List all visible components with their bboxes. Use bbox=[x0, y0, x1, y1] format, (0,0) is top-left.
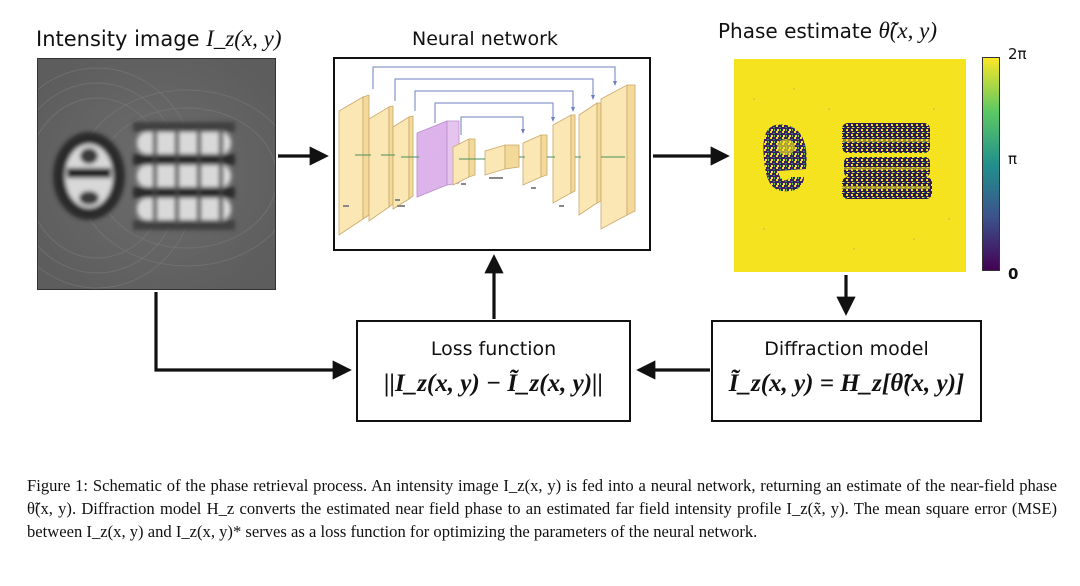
diffraction-model-equation: Ĩ_z(x, y) = H_z[θ̃(x, y)] bbox=[728, 370, 965, 397]
intensity-title-text: Intensity image bbox=[36, 27, 207, 51]
phase-e-shape bbox=[763, 124, 807, 192]
flow-arrows bbox=[154, 146, 856, 380]
colorbar-tick-mid: π bbox=[1008, 150, 1018, 168]
phase-title-text: Phase estimate bbox=[718, 19, 879, 43]
loss-function-equation: ||I_z(x, y) − Ĩ_z(x, y)|| bbox=[383, 370, 604, 397]
phase-estimate-image bbox=[734, 59, 966, 272]
colorbar-tick-max: 2π bbox=[1008, 45, 1027, 63]
loss-function-title: Loss function bbox=[430, 338, 557, 360]
arrow-intensity-to-loss bbox=[154, 292, 352, 380]
phase-colorbar bbox=[982, 57, 1000, 271]
intensity-image bbox=[37, 58, 276, 290]
diffraction-model-box: Diffraction model Ĩ_z(x, y) = H_z[θ̃(x, … bbox=[711, 320, 982, 422]
intensity-image-title: Intensity image I_z(x, y) bbox=[36, 26, 282, 52]
phase-estimate-title: Phase estimate θ̃(x, y) bbox=[718, 18, 937, 44]
network-frame bbox=[333, 57, 651, 251]
figure-caption: Figure 1: Schematic of the phase retriev… bbox=[27, 476, 1057, 541]
loss-function-box: Loss function ||I_z(x, y) − Ĩ_z(x, y)|| bbox=[356, 320, 631, 422]
phase-title-math: θ̃(x, y) bbox=[878, 18, 937, 43]
network-title: Neural network bbox=[412, 28, 558, 50]
unet-diagram bbox=[338, 66, 636, 236]
diffraction-model-title: Diffraction model bbox=[764, 338, 929, 360]
intensity-title-math: I_z(x, y) bbox=[206, 26, 282, 51]
colorbar-tick-min: 0 bbox=[1008, 265, 1019, 283]
